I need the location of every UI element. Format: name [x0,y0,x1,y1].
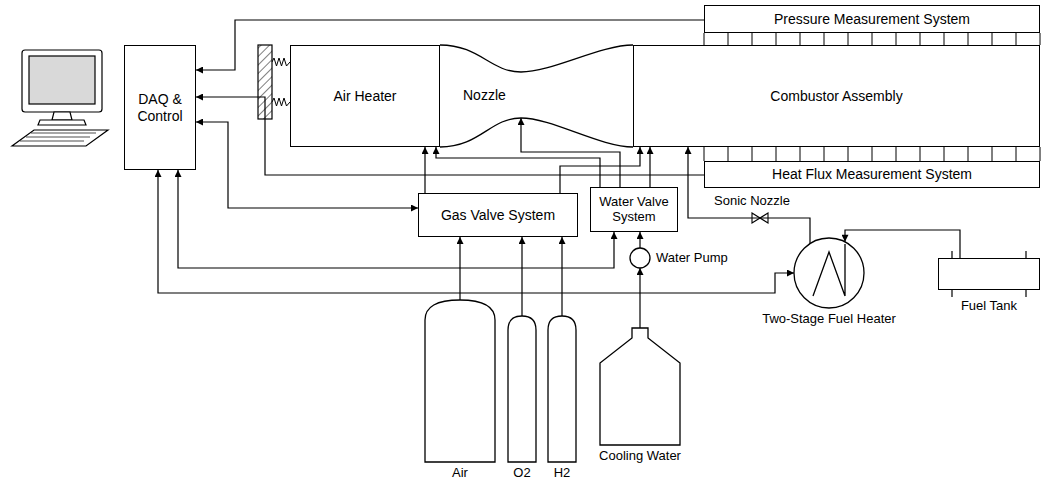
node-label: O2 [513,466,530,481]
connector [639,232,640,248]
process-box: Gas Valve System [418,193,578,237]
tank-outline [548,316,576,462]
node-label: Water Valve System [591,195,677,225]
process-box: Combustor Assembly [633,45,1040,147]
connector [521,237,522,316]
circle-outline [630,248,650,268]
circle-symbol: Water Pump [630,248,650,268]
node-label: Pressure Measurement System [771,11,973,27]
node-label: Air Heater [330,88,399,104]
nozzle-outline [440,45,633,147]
tank-symbol: H2 [548,316,576,462]
heater-symbol: Two-Stage Fuel Heater [794,238,864,308]
tank-symbol: O2 [508,316,536,462]
connector [459,237,460,300]
process-box: Water Valve System [590,187,678,232]
thrust-wall [258,45,290,119]
tank-outline [508,316,536,462]
process-box: Fuel Tank [938,258,1040,290]
bottle-symbol: Cooling Water [600,328,680,445]
process-box: Pressure Measurement System [704,5,1040,33]
node-label: Combustor Assembly [767,88,905,104]
node-label: H2 [554,466,571,481]
node-label: Cooling Water [599,449,681,464]
node-label: Gas Valve System [438,207,558,223]
connector [561,237,562,316]
connector [424,147,425,193]
node-label: Nozzle [460,87,509,103]
connector [639,268,640,328]
node-label: Fuel Tank [961,299,1017,314]
connector [436,147,600,187]
node-label: DAQ & Control [125,91,195,123]
connector [178,170,614,268]
node-label: Air [452,466,468,481]
node-label: Two-Stage Fuel Heater [762,312,896,327]
process-box: Heat Flux Measurement System [704,161,1040,188]
node-label: Heat Flux Measurement System [769,166,975,182]
computer-icon [12,50,108,146]
node-label: Water Pump [656,251,728,266]
process-box: Air Heater [290,45,440,147]
connector [649,147,650,187]
tank-outline [425,300,495,462]
connector [158,170,794,293]
connector [521,118,620,187]
heater-outline [794,238,864,308]
connector [196,97,704,175]
none-symbol: Nozzle [452,72,590,118]
connector [845,230,960,258]
tank-symbol: Air [425,300,495,462]
connector [196,20,704,70]
part-label: Sonic Nozzle [712,193,792,208]
process-box: DAQ & Control [124,45,196,170]
bottle-outline [600,328,680,445]
